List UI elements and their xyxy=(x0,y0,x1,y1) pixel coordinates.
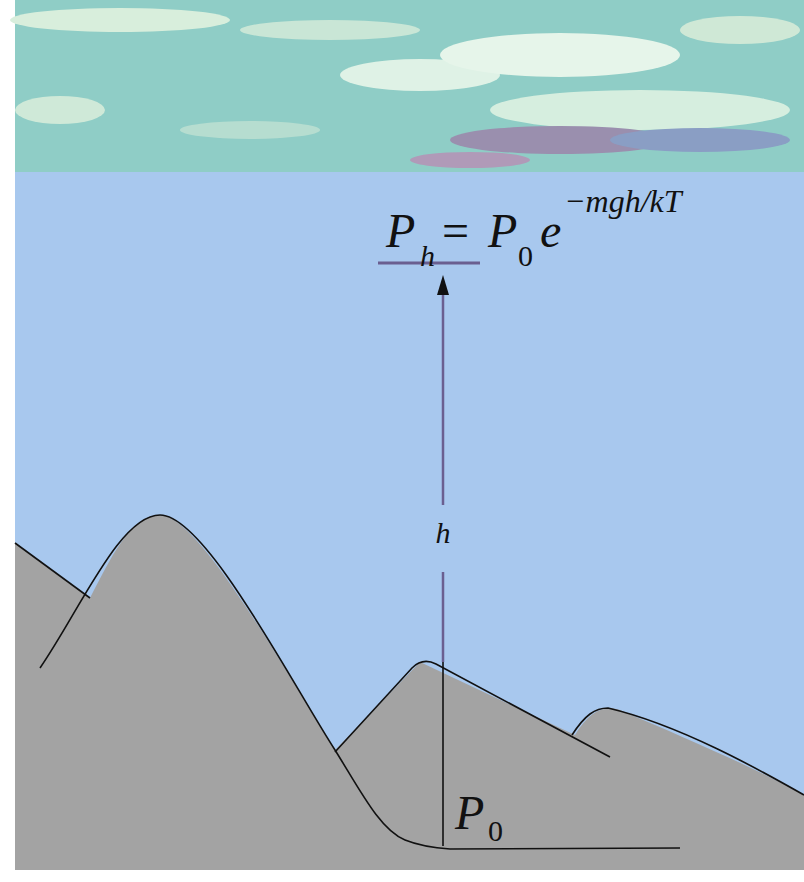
mountain-outlines xyxy=(15,515,804,849)
height-label: h xyxy=(435,516,452,550)
mountains xyxy=(15,515,804,870)
clouds xyxy=(10,0,804,172)
formula-symbol: P xyxy=(386,207,415,255)
formula-symbol: e xyxy=(540,207,561,255)
formula-exponent: −mgh/kT xyxy=(564,185,682,217)
formula-subscript: 0 xyxy=(518,241,533,271)
formula-subscript: h xyxy=(420,241,435,271)
formula-equals: = xyxy=(442,207,469,255)
height-arrow xyxy=(378,263,480,846)
pressure-label: P xyxy=(455,789,484,837)
formula-symbol: P xyxy=(488,207,517,255)
sky xyxy=(15,0,804,870)
pressure-subscript: 0 xyxy=(488,816,503,846)
